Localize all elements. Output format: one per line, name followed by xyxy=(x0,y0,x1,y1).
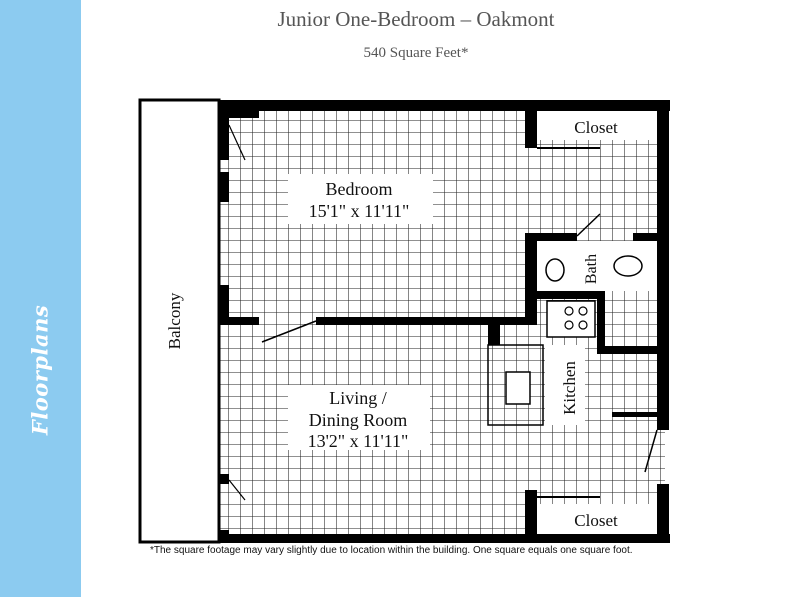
wall-top xyxy=(219,100,670,111)
bedroom-size: 15'1" x 11'11" xyxy=(309,201,410,221)
wall-right-upper xyxy=(657,100,669,430)
door-bath xyxy=(576,213,601,237)
burner-icon xyxy=(578,320,588,330)
bath-wall-top-right xyxy=(633,233,657,241)
closet-bottom-label: Closet xyxy=(574,511,618,530)
burner-icon xyxy=(564,320,574,330)
wall-right-lower xyxy=(657,484,669,543)
wall-left-2 xyxy=(219,172,229,202)
toilet-icon xyxy=(545,258,565,282)
bath-wall-inner xyxy=(597,291,605,354)
closet-bottom-wall xyxy=(525,490,537,534)
wall-left-4 xyxy=(219,474,229,484)
closet-top-label: Closet xyxy=(574,118,618,137)
bath-label: Bath xyxy=(583,254,600,284)
balcony-label: Balcony xyxy=(165,292,184,349)
balcony xyxy=(138,98,221,544)
divider-wall xyxy=(316,317,537,325)
living-label-bg xyxy=(288,385,430,450)
page-title: Junior One-Bedroom – Oakmont xyxy=(277,7,555,31)
living-size: 13'2" x 11'11" xyxy=(308,431,409,451)
wall-bottom xyxy=(219,534,670,543)
divider-stub xyxy=(219,317,259,325)
door-balcony-bottom xyxy=(228,479,246,501)
stove xyxy=(546,300,596,338)
kitchen-counter xyxy=(487,344,544,426)
closet-top-bg xyxy=(537,111,657,139)
footnote: *The square footage may vary slightly du… xyxy=(150,545,633,556)
burner-icon xyxy=(578,306,588,316)
kitchen-wall-bottom xyxy=(612,412,657,417)
bath-wall-left xyxy=(525,233,537,325)
bath-wall-top-left xyxy=(525,233,577,241)
closet-bottom-bg xyxy=(537,504,657,534)
wall-left-5 xyxy=(219,530,229,542)
living-name-2: Dining Room xyxy=(309,410,408,430)
living-name-1: Living / xyxy=(329,388,387,408)
door-bedroom xyxy=(261,320,317,343)
closet-top-wall xyxy=(525,100,537,148)
kitchen-floor xyxy=(545,345,585,425)
bedroom-name: Bedroom xyxy=(326,179,393,199)
kitchen-wall-top xyxy=(597,346,657,354)
wall-left-3 xyxy=(219,285,229,325)
sink-icon xyxy=(613,255,643,277)
door-balcony-top xyxy=(228,124,246,161)
wall-corner-top xyxy=(219,100,259,118)
bedroom-label-bg xyxy=(288,174,433,224)
kitchen-label: Kitchen xyxy=(560,361,579,415)
wall-left-1 xyxy=(219,100,229,160)
divider-post xyxy=(488,325,500,345)
kitchen-sink xyxy=(505,371,531,405)
burner-icon xyxy=(564,306,574,316)
door-entry xyxy=(644,429,658,473)
bath-wall-bottom xyxy=(537,291,599,299)
page-subtitle: 540 Square Feet* xyxy=(363,45,469,61)
sidebar: Floorplans xyxy=(0,0,81,597)
